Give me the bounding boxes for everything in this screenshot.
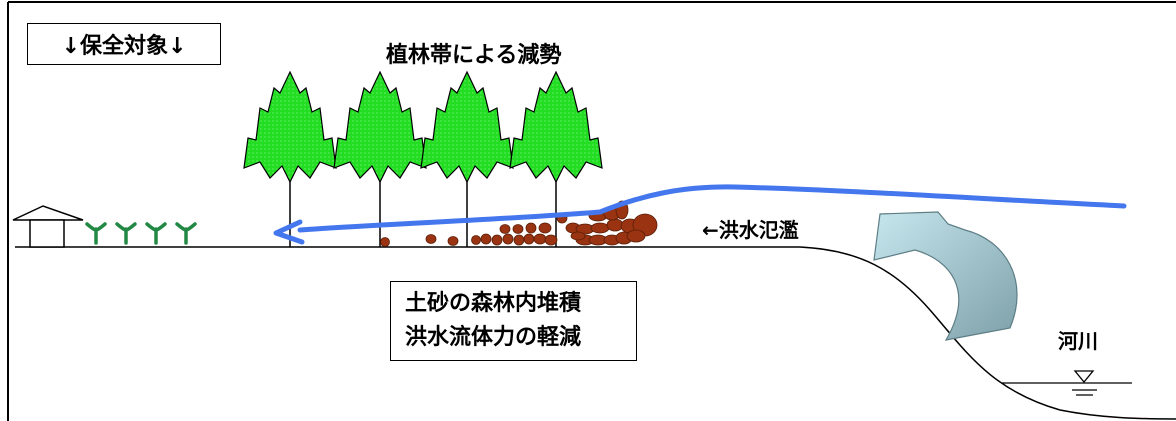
water-level-icon (1002, 370, 1132, 396)
effect-textbox: 土砂の森林内堆積 洪水流体力の軽減 (390, 281, 637, 361)
crop-icon (145, 222, 167, 245)
river-label: 河川 (1058, 329, 1098, 353)
crop-icon (175, 222, 197, 245)
sediment-rock (502, 233, 514, 245)
sediment-rock (480, 233, 492, 245)
crop-icon (85, 222, 107, 245)
tree-icon (509, 70, 603, 247)
sediment-rock (491, 234, 503, 246)
sediment-rock (606, 218, 624, 232)
protected-object-label: ↓保全対象↓ (27, 23, 221, 65)
tree-icon (333, 70, 427, 247)
crop-icons (85, 222, 197, 245)
sediment-rock (513, 234, 525, 246)
sediment-rock (380, 237, 390, 247)
sediment-rock (523, 233, 535, 245)
sediment-rock (544, 234, 558, 246)
flood-flow-line (297, 184, 1127, 233)
tree-icon (420, 70, 514, 247)
sediment-rock (499, 224, 511, 234)
sediment-rock (590, 222, 610, 234)
flood-flow-arrowhead (273, 219, 305, 245)
sediment-rock (626, 229, 646, 243)
sediment-rock (538, 222, 552, 234)
flood-label: ←洪水氾濫 (702, 218, 799, 242)
sediment-deposit (380, 200, 658, 247)
tree-icon (243, 70, 337, 247)
sediment-rock (447, 236, 459, 246)
house-icon (12, 205, 84, 248)
effect-line-2: 洪水流体力の軽減 (405, 325, 582, 350)
sediment-rock (425, 234, 437, 244)
sediment-rock (570, 231, 586, 241)
overflow-arrow (873, 211, 1018, 341)
diagram-title: 植林帯による減勢 (386, 43, 562, 68)
sediment-rock (512, 224, 524, 234)
sediment-rock (533, 233, 547, 245)
sediment-rock (525, 222, 537, 234)
effect-line-1: 土砂の森林内堆積 (405, 291, 582, 316)
crop-icon (115, 222, 137, 245)
sediment-rock (471, 235, 481, 245)
tree-row (243, 70, 603, 247)
ground-line (15, 246, 1176, 420)
